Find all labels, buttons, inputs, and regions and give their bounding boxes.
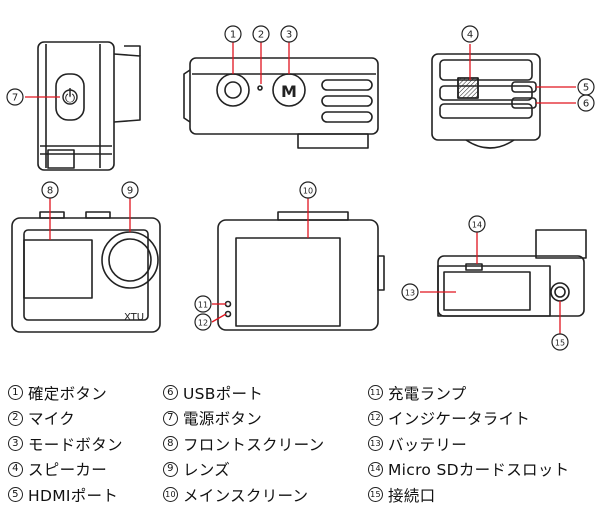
callout-number: 13: [405, 289, 415, 298]
callout-11: 11: [194, 295, 212, 313]
callout-number: 8: [47, 186, 53, 197]
legend-column-3: 11 充電ランプ 12 インジケータライト 13 バッテリー 14 Micro SDカードスロ…: [368, 380, 569, 508]
legend-label: Micro SDカードスロット: [388, 461, 570, 480]
callout-10: 10: [299, 181, 317, 199]
legend-item: 7 電源ボタン: [163, 406, 324, 432]
legend-number: 12: [368, 410, 383, 426]
callout-13: 13: [401, 283, 419, 301]
callout-1: 1: [224, 25, 242, 43]
callout-number: 1: [230, 30, 236, 41]
legend-item: 8 フロントスクリーン: [163, 431, 324, 457]
legend-column-1: 1 確定ボタン 2 マイク 3 モードボタン 4 スピーカー 5 HDMIポート: [8, 380, 123, 508]
legend-item: 9 レンズ: [163, 457, 324, 483]
legend-number: 10: [163, 487, 178, 503]
callout-number: 3: [286, 30, 292, 41]
legend-number: 14: [368, 461, 383, 477]
legend-label: USBポート: [183, 384, 264, 403]
callout-number: 4: [467, 30, 473, 41]
bottom-view: [437, 229, 587, 317]
legend-label: インジケータライト: [388, 410, 531, 429]
legend-label: レンズ: [183, 461, 231, 480]
callout-number: 11: [198, 301, 208, 310]
legend-item: 3 モードボタン: [8, 431, 123, 457]
callout-number: 7: [12, 93, 18, 104]
callout-14: 14: [468, 215, 486, 233]
legend-item: 13 バッテリー: [368, 431, 569, 457]
legend-number: 15: [368, 487, 383, 503]
legend-item: 10 メインスクリーン: [163, 482, 324, 508]
callout-number: 5: [583, 83, 589, 94]
callout-9: 9: [121, 181, 139, 199]
legend-number: 11: [368, 385, 383, 401]
legend-label: 電源ボタン: [183, 410, 263, 429]
legend-label: マイク: [28, 410, 76, 429]
mode-button-glyph: M: [281, 82, 297, 101]
callout-12: 12: [194, 313, 212, 331]
legend-number: 7: [163, 410, 178, 426]
legend-item: 14 Micro SDカードスロット: [368, 457, 569, 483]
callout-3: 3: [280, 25, 298, 43]
legend-number: 9: [163, 461, 178, 477]
legend-item: 12 インジケータライト: [368, 406, 569, 432]
callout-number: 6: [583, 99, 589, 110]
legend-number: 5: [8, 487, 23, 503]
callout-5: 5: [577, 78, 595, 96]
legend-label: 充電ランプ: [388, 384, 467, 403]
legend-item: 6 USBポート: [163, 380, 324, 406]
callout-7: 7: [6, 88, 24, 106]
power-glyph: ⏻: [65, 91, 75, 106]
side-view-ports: [431, 53, 541, 149]
legend-label: HDMIポート: [28, 486, 119, 505]
callout-number: 12: [198, 319, 208, 328]
legend-item: 4 スピーカー: [8, 457, 123, 483]
callout-6: 6: [577, 94, 595, 112]
legend-column-2: 6 USBポート 7 電源ボタン 8 フロントスクリーン 9 レンズ 10 メインスクリーン: [163, 380, 324, 508]
legend-number: 3: [8, 436, 23, 452]
callout-number: 2: [258, 30, 264, 41]
callout-number: 15: [555, 339, 565, 348]
legend-number: 6: [163, 385, 178, 401]
back-view: [217, 211, 385, 331]
legend-label: メインスクリーン: [183, 486, 309, 505]
brand-logo: XTU: [124, 312, 144, 323]
legend-label: 接続口: [388, 486, 436, 505]
legend-label: フロントスクリーン: [183, 435, 325, 454]
callout-4: 4: [461, 25, 479, 43]
callout-number: 9: [127, 186, 133, 197]
callout-8: 8: [41, 181, 59, 199]
legend-item: 2 マイク: [8, 406, 123, 432]
legend-item: 15 接続口: [368, 482, 569, 508]
legend-item: 11 充電ランプ: [368, 380, 569, 406]
legend-item: 1 確定ボタン: [8, 380, 123, 406]
callout-2: 2: [252, 25, 270, 43]
legend-label: モードボタン: [28, 435, 123, 454]
side-view-power: [37, 41, 141, 171]
legend-number: 1: [8, 385, 23, 401]
callout-number: 14: [472, 221, 482, 230]
legend-number: 8: [163, 436, 178, 452]
legend-label: バッテリー: [388, 435, 468, 454]
legend: 1 確定ボタン 2 マイク 3 モードボタン 4 スピーカー 5 HDMIポート 6 USBポート 7…: [0, 380, 600, 520]
callout-15: 15: [551, 333, 569, 351]
legend-number: 4: [8, 461, 23, 477]
legend-number: 2: [8, 410, 23, 426]
legend-number: 13: [368, 436, 383, 452]
legend-item: 5 HDMIポート: [8, 482, 123, 508]
top-view: [183, 57, 379, 149]
legend-label: 確定ボタン: [28, 384, 108, 403]
front-view: [11, 211, 161, 333]
callout-number: 10: [303, 187, 313, 196]
legend-label: スピーカー: [28, 461, 108, 480]
